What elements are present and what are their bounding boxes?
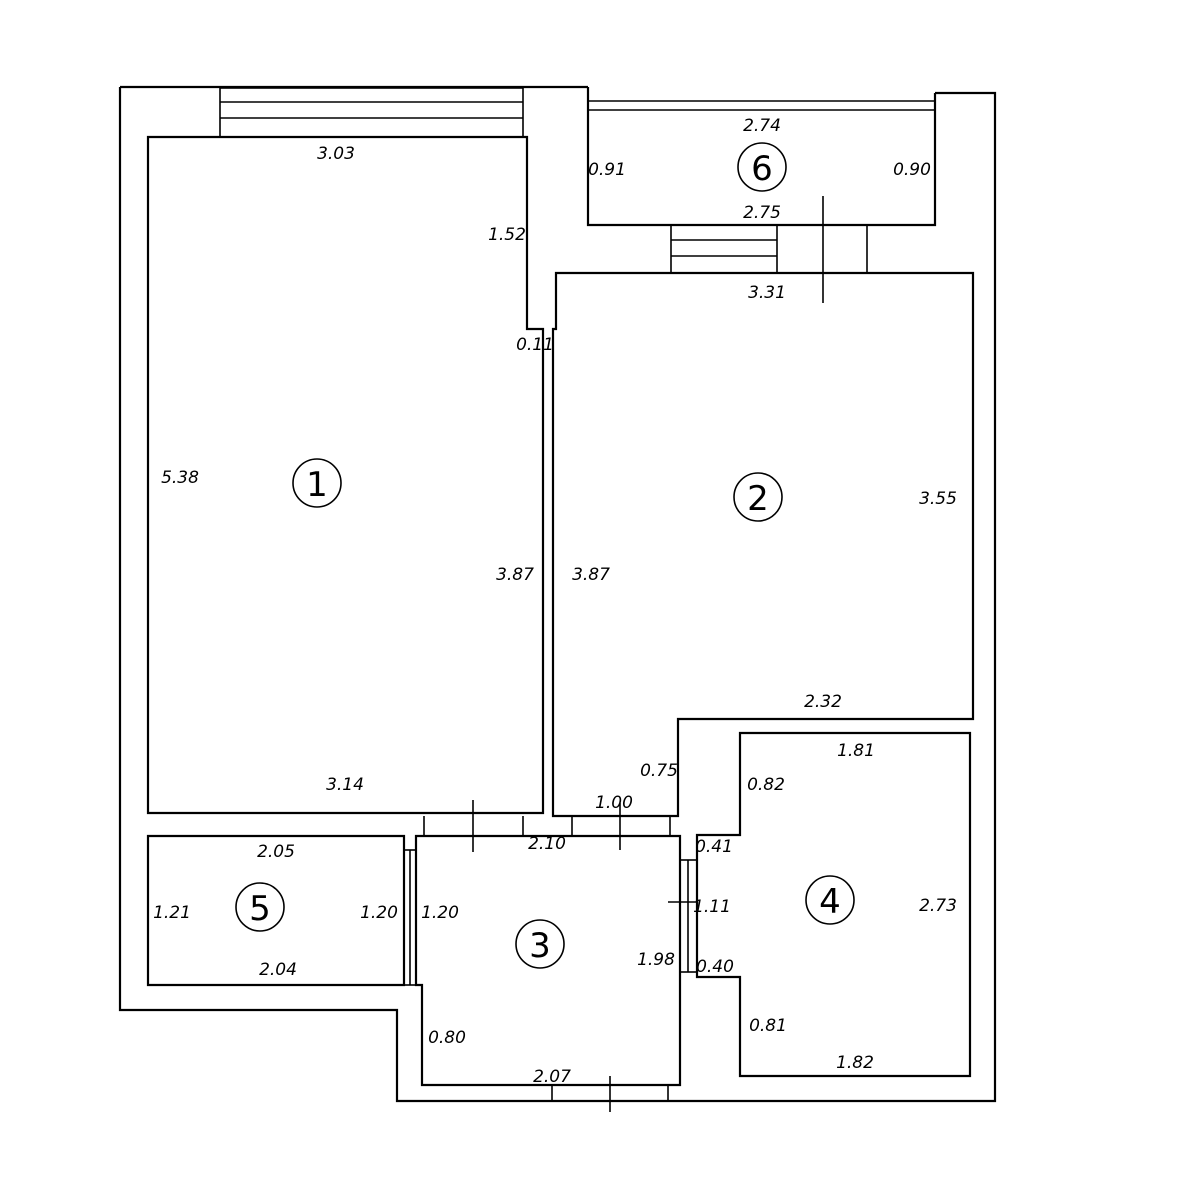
room-6-number: 6: [751, 149, 773, 189]
dim-r2-right: 3.55: [919, 489, 957, 509]
room-3-marker: 3: [515, 919, 565, 969]
dim-r2-door: 1.00: [595, 793, 633, 813]
doorways: [403, 800, 698, 1112]
dim-r4-left-upper: 0.82: [747, 775, 785, 795]
dim-r4-left-mid: 1.11: [693, 897, 731, 917]
dim-r5-top: 2.05: [257, 842, 295, 862]
dim-r2-left: 3.87: [572, 565, 610, 585]
dim-r1-right: 3.87: [496, 565, 534, 585]
room-1-marker: 1: [292, 458, 342, 508]
outer-wall: [118, 85, 997, 1103]
dim-r1-bottom: 3.14: [326, 775, 364, 795]
dim-r2-top: 3.31: [748, 283, 786, 303]
dim-r3-bottom: 2.07: [533, 1067, 571, 1087]
room-5-marker: 5: [235, 882, 285, 932]
dim-r1-right-upper: 1.52: [488, 225, 526, 245]
dim-r5-bottom: 2.04: [259, 960, 297, 980]
window-6-2: [670, 224, 868, 274]
dim-r4-left-lower: 0.81: [749, 1016, 787, 1036]
balcony-window-1: [219, 87, 524, 138]
room-4-outline: [695, 731, 972, 1078]
dim-r1-notch: 0.11: [516, 335, 554, 355]
dim-r4-step-top: 0.41: [695, 837, 733, 857]
dim-r4-top: 1.81: [837, 741, 875, 761]
room-3-number: 3: [529, 926, 551, 966]
dim-r4-step-bottom: 0.40: [696, 957, 734, 977]
dim-r6-left: 0.91: [588, 160, 626, 180]
room-4-number: 4: [819, 882, 841, 922]
dim-r6-right: 0.90: [893, 160, 931, 180]
room-2-number: 2: [747, 479, 769, 519]
dim-r4-right: 2.73: [919, 896, 957, 916]
dim-r5-right: 1.20: [360, 903, 398, 923]
dim-r3-top: 2.10: [528, 834, 566, 854]
dim-r5-left: 1.21: [153, 903, 191, 923]
room-5-number: 5: [249, 889, 271, 929]
dim-r4-bottom: 1.82: [836, 1053, 874, 1073]
room-1-number: 1: [306, 465, 328, 505]
dim-r3-left-lower: 0.80: [428, 1028, 466, 1048]
dim-r2-step: 0.75: [640, 761, 678, 781]
room-1-outline: [146, 135, 545, 815]
room-2-outline: [551, 271, 975, 818]
dim-r1-left: 5.38: [161, 468, 199, 488]
dim-r1-top: 3.03: [317, 144, 355, 164]
dim-r2-bottom: 2.32: [804, 692, 842, 712]
dimension-labels: 3.03 5.38 1.52 0.11 3.87 3.14 3.31 3.87 …: [153, 116, 957, 1087]
dim-r3-right: 1.98: [637, 950, 675, 970]
dim-r3-left: 1.20: [421, 903, 459, 923]
dim-r6-bottom: 2.75: [743, 203, 781, 223]
dim-r6-top: 2.74: [743, 116, 781, 136]
room-6-marker: 6: [737, 142, 787, 192]
room-4-marker: 4: [805, 875, 855, 925]
room-2-marker: 2: [733, 472, 783, 522]
